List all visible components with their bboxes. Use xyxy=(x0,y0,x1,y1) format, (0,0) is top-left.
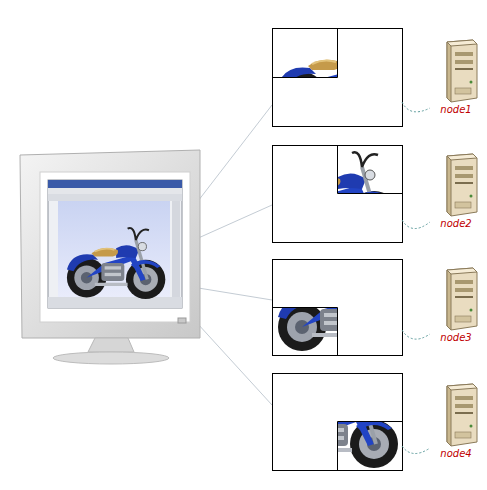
server-node: node1 xyxy=(428,38,484,116)
server-icon xyxy=(433,382,479,448)
node-label: node2 xyxy=(428,218,484,230)
node-label: node3 xyxy=(428,332,484,344)
node-label: node1 xyxy=(428,104,484,116)
node-label: node4 xyxy=(428,448,484,460)
server-node: node4 xyxy=(428,382,484,460)
server-node: node2 xyxy=(428,152,484,230)
server-icon xyxy=(433,38,479,104)
server-node: node3 xyxy=(428,266,484,344)
server-icon xyxy=(433,152,479,218)
server-icon xyxy=(433,266,479,332)
